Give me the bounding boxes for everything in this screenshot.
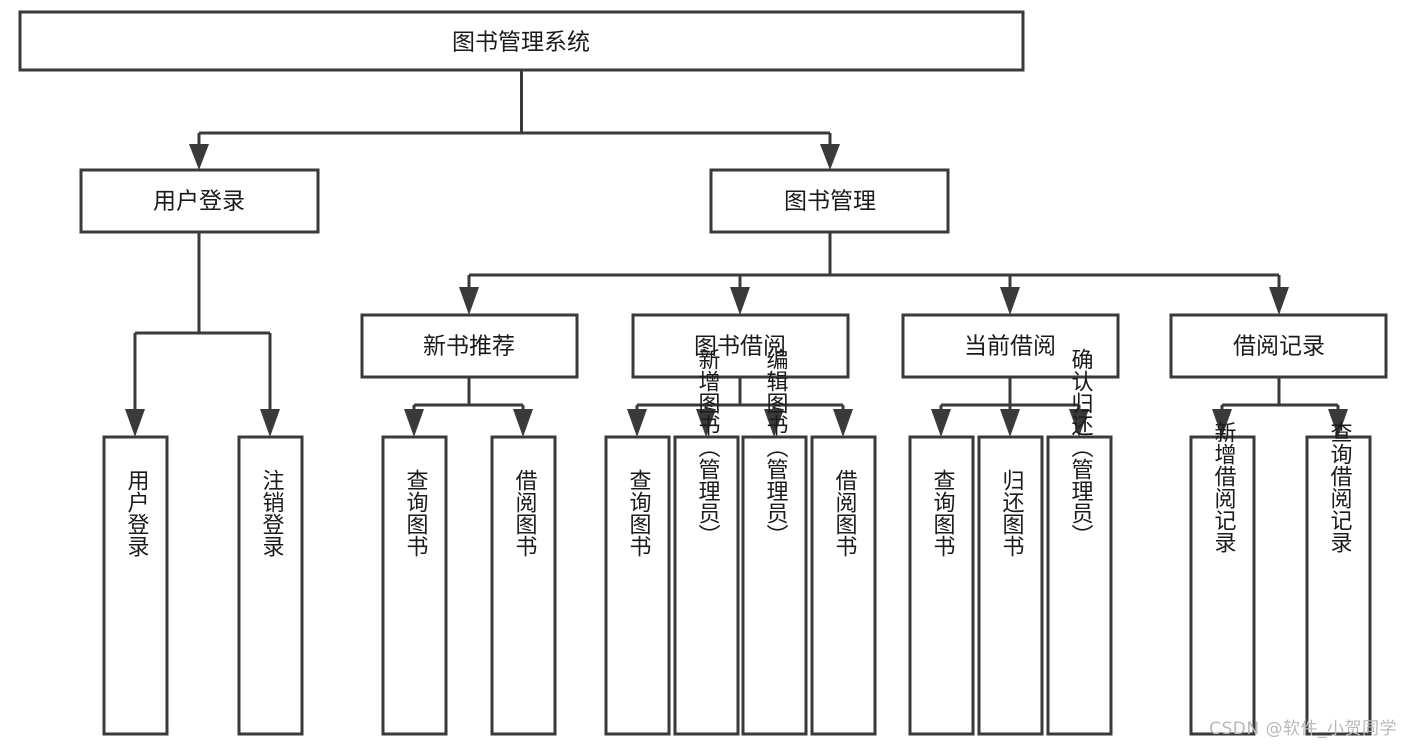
- arrowhead-current-borrow: [1000, 287, 1020, 315]
- arrowhead-user-login-leaf2: [260, 409, 280, 437]
- node-new-book-recommend-box[interactable]: [360, 313, 579, 379]
- node-root-system[interactable]: 图书管理系统: [18, 10, 1025, 72]
- leaf-current-borrow-query-box[interactable]: [908, 435, 975, 736]
- leaf-borrow-record-add-box[interactable]: [1189, 435, 1256, 736]
- arrowhead-book-borrow-leaf2: [696, 409, 716, 437]
- arrowhead-borrow-record-leaf2: [1328, 409, 1348, 437]
- node-borrow-record[interactable]: 借阅记录: [1169, 313, 1388, 379]
- arrowhead-book-borrow-leaf3: [764, 409, 784, 437]
- node-book-borrow[interactable]: 图书借阅: [631, 313, 850, 379]
- leaf-user-login-logout-label: 注销登录: [259, 469, 285, 557]
- leaf-book-borrow-borrow-label: 借阅图书: [832, 469, 858, 557]
- leaf-book-borrow-query-box[interactable]: [604, 435, 671, 736]
- node-book-management[interactable]: 图书管理: [709, 168, 950, 234]
- arrowhead-borrow-record: [1269, 287, 1289, 315]
- leaf-book-borrow-borrow-box[interactable]: [810, 435, 877, 736]
- arrowhead-book-borrow: [730, 287, 750, 315]
- leaf-current-borrow-return-box[interactable]: [977, 435, 1044, 736]
- leaf-current-borrow-return-label: 归还图书: [999, 469, 1025, 557]
- node-book-management-label: 图书管理: [784, 189, 876, 215]
- leaf-book-borrow-borrow[interactable]: 借阅图书: [810, 435, 877, 736]
- arrowhead-book-borrow-leaf4: [833, 409, 853, 437]
- leaf-borrow-record-query[interactable]: 查询借阅记录: [1305, 421, 1372, 736]
- arrowhead-current-borrow-leaf1: [931, 409, 951, 437]
- leaf-current-borrow-confirm-label: 确认归还（管理员）: [1068, 348, 1094, 546]
- arrowhead-user-login-leaf1: [125, 409, 145, 437]
- leaf-new-book-borrow[interactable]: 借阅图书: [490, 435, 557, 736]
- leaf-new-book-borrow-label: 借阅图书: [512, 469, 538, 557]
- leaf-book-borrow-edit-box[interactable]: [741, 435, 808, 736]
- node-new-book-recommend-label: 新书推荐: [423, 334, 515, 360]
- leaf-new-book-query-label: 查询图书: [403, 469, 429, 557]
- node-user-login-label: 用户登录: [153, 189, 245, 215]
- leaf-user-login-logout-box[interactable]: [237, 435, 304, 736]
- leaf-book-borrow-add-box[interactable]: [673, 435, 740, 736]
- arrowhead-new-book-leaf2: [513, 409, 533, 437]
- leaf-borrow-record-add-label: 新增借阅记录: [1211, 421, 1237, 553]
- node-book-borrow-label: 图书借阅: [694, 334, 786, 360]
- arrowhead-current-borrow-leaf2: [1000, 409, 1020, 437]
- connector-layer: [125, 70, 1348, 437]
- leaf-book-borrow-query[interactable]: 查询图书: [604, 435, 671, 736]
- leaf-book-borrow-add-label: 新增图书（管理员）: [695, 348, 721, 546]
- node-book-borrow-box[interactable]: [631, 313, 850, 379]
- leaf-user-login-logout[interactable]: 注销登录: [237, 435, 304, 736]
- node-book-management-box[interactable]: [709, 168, 950, 234]
- node-user-login[interactable]: 用户登录: [79, 168, 320, 234]
- leaf-new-book-query[interactable]: 查询图书: [381, 435, 448, 736]
- leaf-current-borrow-query[interactable]: 查询图书: [908, 435, 975, 736]
- node-current-borrow-label: 当前借阅: [964, 334, 1056, 360]
- leaf-user-login-login-label: 用户登录: [124, 469, 150, 557]
- arrowhead-new-book-recommend: [459, 287, 479, 315]
- leaf-new-book-query-box[interactable]: [381, 435, 448, 736]
- arrowhead-book-borrow-leaf1: [627, 409, 647, 437]
- leaf-borrow-record-query-label: 查询借阅记录: [1327, 421, 1353, 553]
- leaf-user-login-login-box[interactable]: [102, 435, 169, 736]
- leaf-current-borrow-confirm-box[interactable]: [1046, 435, 1113, 736]
- leaf-book-borrow-edit-label: 编辑图书（管理员）: [763, 348, 789, 546]
- leaf-current-borrow-return[interactable]: 归还图书: [977, 435, 1044, 736]
- leaf-borrow-record-query-box[interactable]: [1305, 435, 1372, 736]
- leaf-new-book-borrow-box[interactable]: [490, 435, 557, 736]
- leaf-current-borrow-query-label: 查询图书: [930, 469, 956, 557]
- node-user-login-box[interactable]: [79, 168, 320, 234]
- node-current-borrow[interactable]: 当前借阅: [901, 313, 1120, 379]
- leaf-borrow-record-add[interactable]: 新增借阅记录: [1189, 421, 1256, 736]
- node-new-book-recommend[interactable]: 新书推荐: [360, 313, 579, 379]
- arrowhead-user-login: [189, 144, 209, 170]
- node-root-system-box[interactable]: [18, 10, 1025, 72]
- leaf-user-login-login[interactable]: 用户登录: [102, 435, 169, 736]
- node-root-system-label: 图书管理系统: [452, 30, 590, 56]
- leaf-book-borrow-query-label: 查询图书: [626, 469, 652, 557]
- leaf-current-borrow-confirm[interactable]: 确认归还（管理员）: [1046, 348, 1113, 736]
- node-borrow-record-box[interactable]: [1169, 313, 1388, 379]
- node-current-borrow-box[interactable]: [901, 313, 1120, 379]
- leaf-book-borrow-edit[interactable]: 编辑图书（管理员）: [741, 348, 808, 736]
- arrowhead-current-borrow-leaf3: [1069, 409, 1089, 437]
- arrowhead-book-mgmt: [820, 144, 840, 170]
- node-borrow-record-label: 借阅记录: [1233, 334, 1325, 360]
- arrowhead-new-book-leaf1: [404, 409, 424, 437]
- arrowhead-borrow-record-leaf1: [1212, 409, 1232, 437]
- leaf-book-borrow-add[interactable]: 新增图书（管理员）: [673, 348, 740, 736]
